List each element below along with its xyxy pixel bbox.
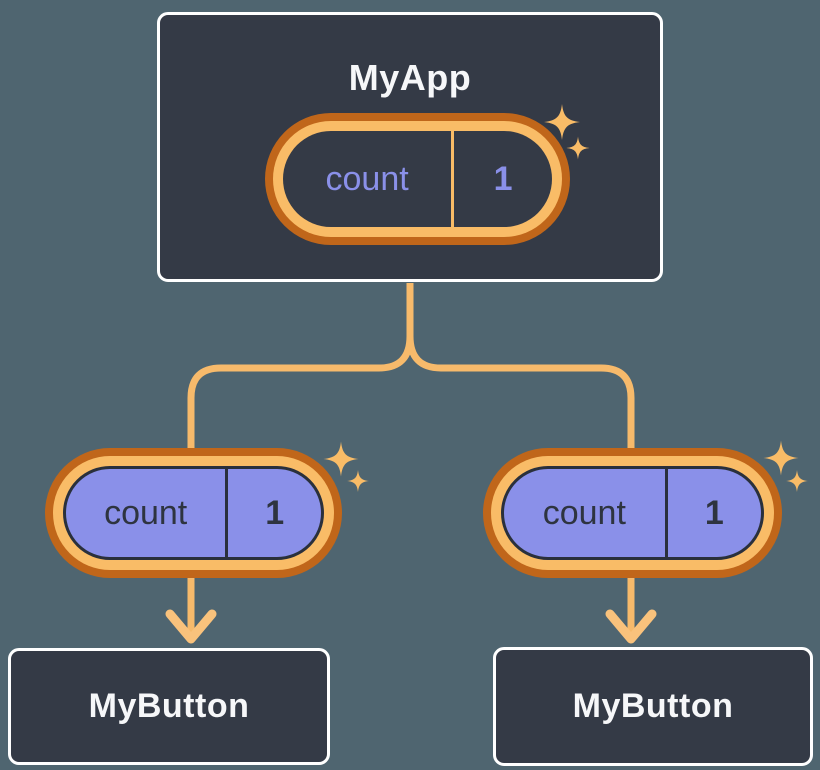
prop-pill-label: count <box>542 493 626 532</box>
root-component-card: MyApp count 1 <box>157 12 663 282</box>
state-pill-label: count <box>325 159 409 198</box>
prop-pill-value: 1 <box>265 493 285 532</box>
leaf-component-card-right: MyButton <box>493 647 813 766</box>
leaf-component-title: MyButton <box>572 687 734 725</box>
state-pill: count 1 <box>265 113 570 245</box>
arrow-down-icon <box>605 609 657 644</box>
prop-pill-left: count 1 <box>45 448 342 578</box>
prop-pill-right: count 1 <box>483 448 782 578</box>
pill-divider <box>225 469 229 557</box>
connector-branch-right <box>406 283 635 634</box>
pill-divider <box>664 469 668 557</box>
prop-pill-label: count <box>104 493 188 532</box>
state-pill-value: 1 <box>493 159 513 198</box>
arrow-down-icon <box>165 609 217 644</box>
leaf-component-card-left: MyButton <box>8 648 330 765</box>
root-component-title: MyApp <box>348 57 472 98</box>
pill-divider <box>451 131 455 227</box>
prop-pill-value: 1 <box>704 493 724 532</box>
leaf-component-title: MyButton <box>88 687 250 725</box>
